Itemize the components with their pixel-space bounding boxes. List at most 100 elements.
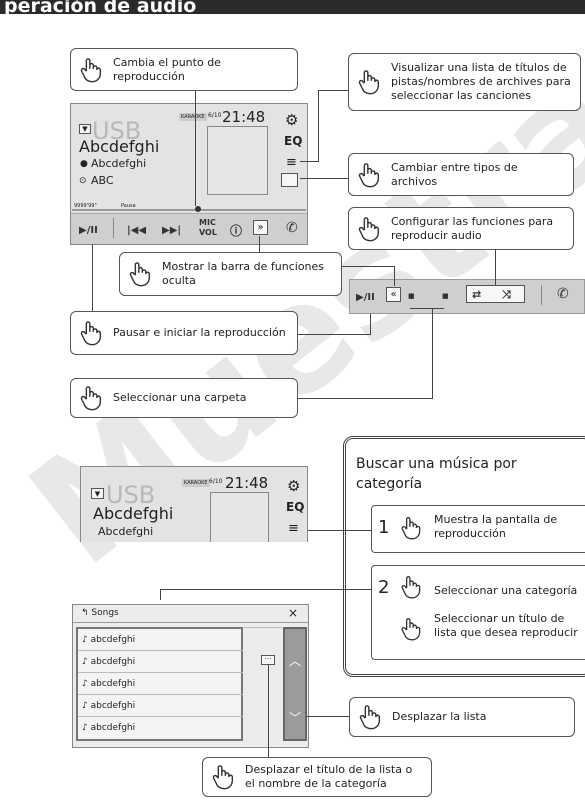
callout-text: Cambia el punto de reproducción	[113, 55, 221, 83]
list-dropdown-button[interactable]: ▼	[91, 488, 104, 499]
step2-text-b: Seleccionar un título de lista que desea…	[434, 612, 578, 639]
hand-icon	[129, 262, 151, 287]
pause-label: Pausa	[121, 203, 136, 209]
artist-icon: ●	[80, 159, 88, 169]
list-item-label: abcdefghi	[90, 679, 136, 689]
clock: 21:48	[222, 108, 266, 126]
folder-prev-icon[interactable]: ■	[408, 292, 415, 300]
hand-icon	[358, 216, 380, 241]
artwork	[210, 492, 269, 542]
callout-text: Configurar las funciones para reproducir…	[391, 214, 554, 242]
callout-pause: Pausar e iniciar la reproducción	[70, 311, 298, 355]
mic-label[interactable]: MIC	[199, 218, 216, 227]
leader-line	[195, 91, 196, 206]
hand-icon	[212, 765, 234, 790]
hand-icon	[401, 618, 421, 641]
list-button-icon[interactable]: ≡	[286, 155, 297, 170]
next-track-icon[interactable]: ▶▶|	[162, 225, 182, 236]
eq-button[interactable]: EQ	[286, 500, 305, 514]
scrollbar[interactable]	[283, 627, 307, 741]
repeat-shuffle-group[interactable]	[466, 285, 525, 303]
repeat-icon[interactable]: ⇄	[472, 288, 482, 301]
expand-function-bar-button[interactable]: »	[253, 220, 268, 235]
step2-box	[371, 565, 585, 660]
page-title: peración de audio	[0, 0, 585, 14]
callout-hidden-bar: Mostrar la barra de funciones oculta	[119, 252, 342, 296]
track-number: 6/10	[209, 478, 223, 485]
callout-text: Seleccionar una carpeta	[113, 391, 247, 404]
leader-line	[307, 716, 349, 717]
hand-icon	[358, 162, 380, 187]
callout-folder: Seleccionar una carpeta	[70, 378, 298, 418]
track-number: 6/10	[208, 112, 222, 119]
phone-icon[interactable]: ✆	[286, 220, 298, 236]
leader-line	[298, 334, 371, 335]
list-button-icon[interactable]: ≡	[288, 521, 299, 536]
callout-text: Visualizar una lista de títulos de pista…	[391, 61, 571, 102]
play-pause-icon-2[interactable]: ▶/II	[356, 292, 375, 303]
step1-text: Muestra la pantalla de reproducción	[434, 513, 558, 540]
note-icon: ♪	[82, 635, 91, 645]
play-pause-icon[interactable]: ▶/II	[79, 225, 98, 236]
vol-label[interactable]: VOL	[199, 228, 217, 237]
list-item[interactable]: ♪ abcdefghi	[78, 717, 243, 739]
callout-text: Mostrar la barra de funciones oculta	[162, 260, 325, 287]
list-item[interactable]: ♪ abcdefghi	[78, 673, 243, 695]
artist-name: Abcdefghi	[98, 525, 154, 538]
collapse-bar-button[interactable]: «	[386, 287, 401, 302]
search-title: Buscar una música por categoría	[356, 456, 517, 492]
scroll-up-icon[interactable]: ︿	[289, 654, 302, 668]
file-type-button[interactable]	[281, 173, 298, 187]
elapsed-time: 9999'99"	[74, 203, 97, 209]
phone-icon-2[interactable]: ✆	[557, 286, 569, 302]
close-icon[interactable]: ×	[288, 606, 299, 620]
previous-track-icon[interactable]: |◀◀	[127, 225, 147, 236]
list-header: ↰ Songs	[73, 605, 308, 623]
hand-icon	[80, 321, 102, 346]
settings-gear-icon[interactable]: ⚙	[287, 477, 301, 495]
list-item-label: abcdefghi	[90, 701, 136, 711]
note-icon: ♪	[82, 723, 91, 733]
folder-next-icon[interactable]: ■	[442, 292, 449, 300]
eq-button[interactable]: EQ	[284, 134, 303, 148]
source-label: USB	[106, 481, 156, 509]
settings-gear-icon[interactable]: ⚙	[285, 111, 299, 129]
list-dropdown-button[interactable]: ▼	[79, 124, 91, 134]
song-title: Abcdefghi	[93, 504, 174, 523]
list-item[interactable]: ♪ abcdefghi	[78, 651, 243, 673]
list-item[interactable]: ♪ abcdefghi	[78, 695, 243, 717]
info-icon[interactable]: ⓘ	[230, 224, 243, 238]
callout-seek: Cambia el punto de reproducción	[70, 48, 298, 91]
list-item-label: abcdefghi	[90, 723, 136, 733]
step1-number: 1	[378, 517, 390, 538]
callout-text: Cambiar entre tipos de archivos	[391, 160, 518, 188]
list-item-label: abcdefghi	[90, 635, 136, 645]
hand-icon	[80, 57, 102, 82]
list-item[interactable]: ♪ abcdefghi	[78, 629, 243, 651]
scroll-down-icon[interactable]: ﹀	[289, 711, 302, 725]
callout-scroll-title: Desplazar el título de la lista o el nom…	[202, 757, 432, 797]
leader-line	[410, 308, 444, 309]
hand-icon	[358, 70, 380, 95]
back-arrow-icon[interactable]: ↰	[81, 608, 92, 618]
list-rows: ♪ abcdefghi ♪ abcdefghi ♪ abcdefghi ♪ ab…	[76, 627, 243, 741]
scroll-title-button[interactable]: ···	[261, 655, 275, 665]
callout-file-type: Cambiar entre tipos de archivos	[348, 153, 574, 196]
note-icon: ♪	[82, 657, 91, 667]
leader-line	[318, 90, 319, 161]
leader-line	[300, 161, 319, 162]
audio-screen-partial	[80, 466, 308, 542]
step2-text-a: Seleccionar una categoría	[434, 584, 578, 597]
album-icon: ⊙	[79, 176, 87, 186]
list-item-label: abcdefghi	[90, 657, 136, 667]
note-icon: ♪	[82, 679, 91, 689]
hand-icon	[401, 517, 421, 540]
progress-bar[interactable]	[72, 209, 306, 211]
leader-line	[370, 314, 371, 334]
step1-box	[371, 505, 585, 553]
song-title: Abcdefghi	[79, 137, 160, 156]
album-name: ABC	[91, 174, 114, 187]
shuffle-icon[interactable]: ⤨	[502, 288, 511, 301]
leader-line	[495, 250, 496, 285]
progress-knob[interactable]	[195, 206, 201, 212]
